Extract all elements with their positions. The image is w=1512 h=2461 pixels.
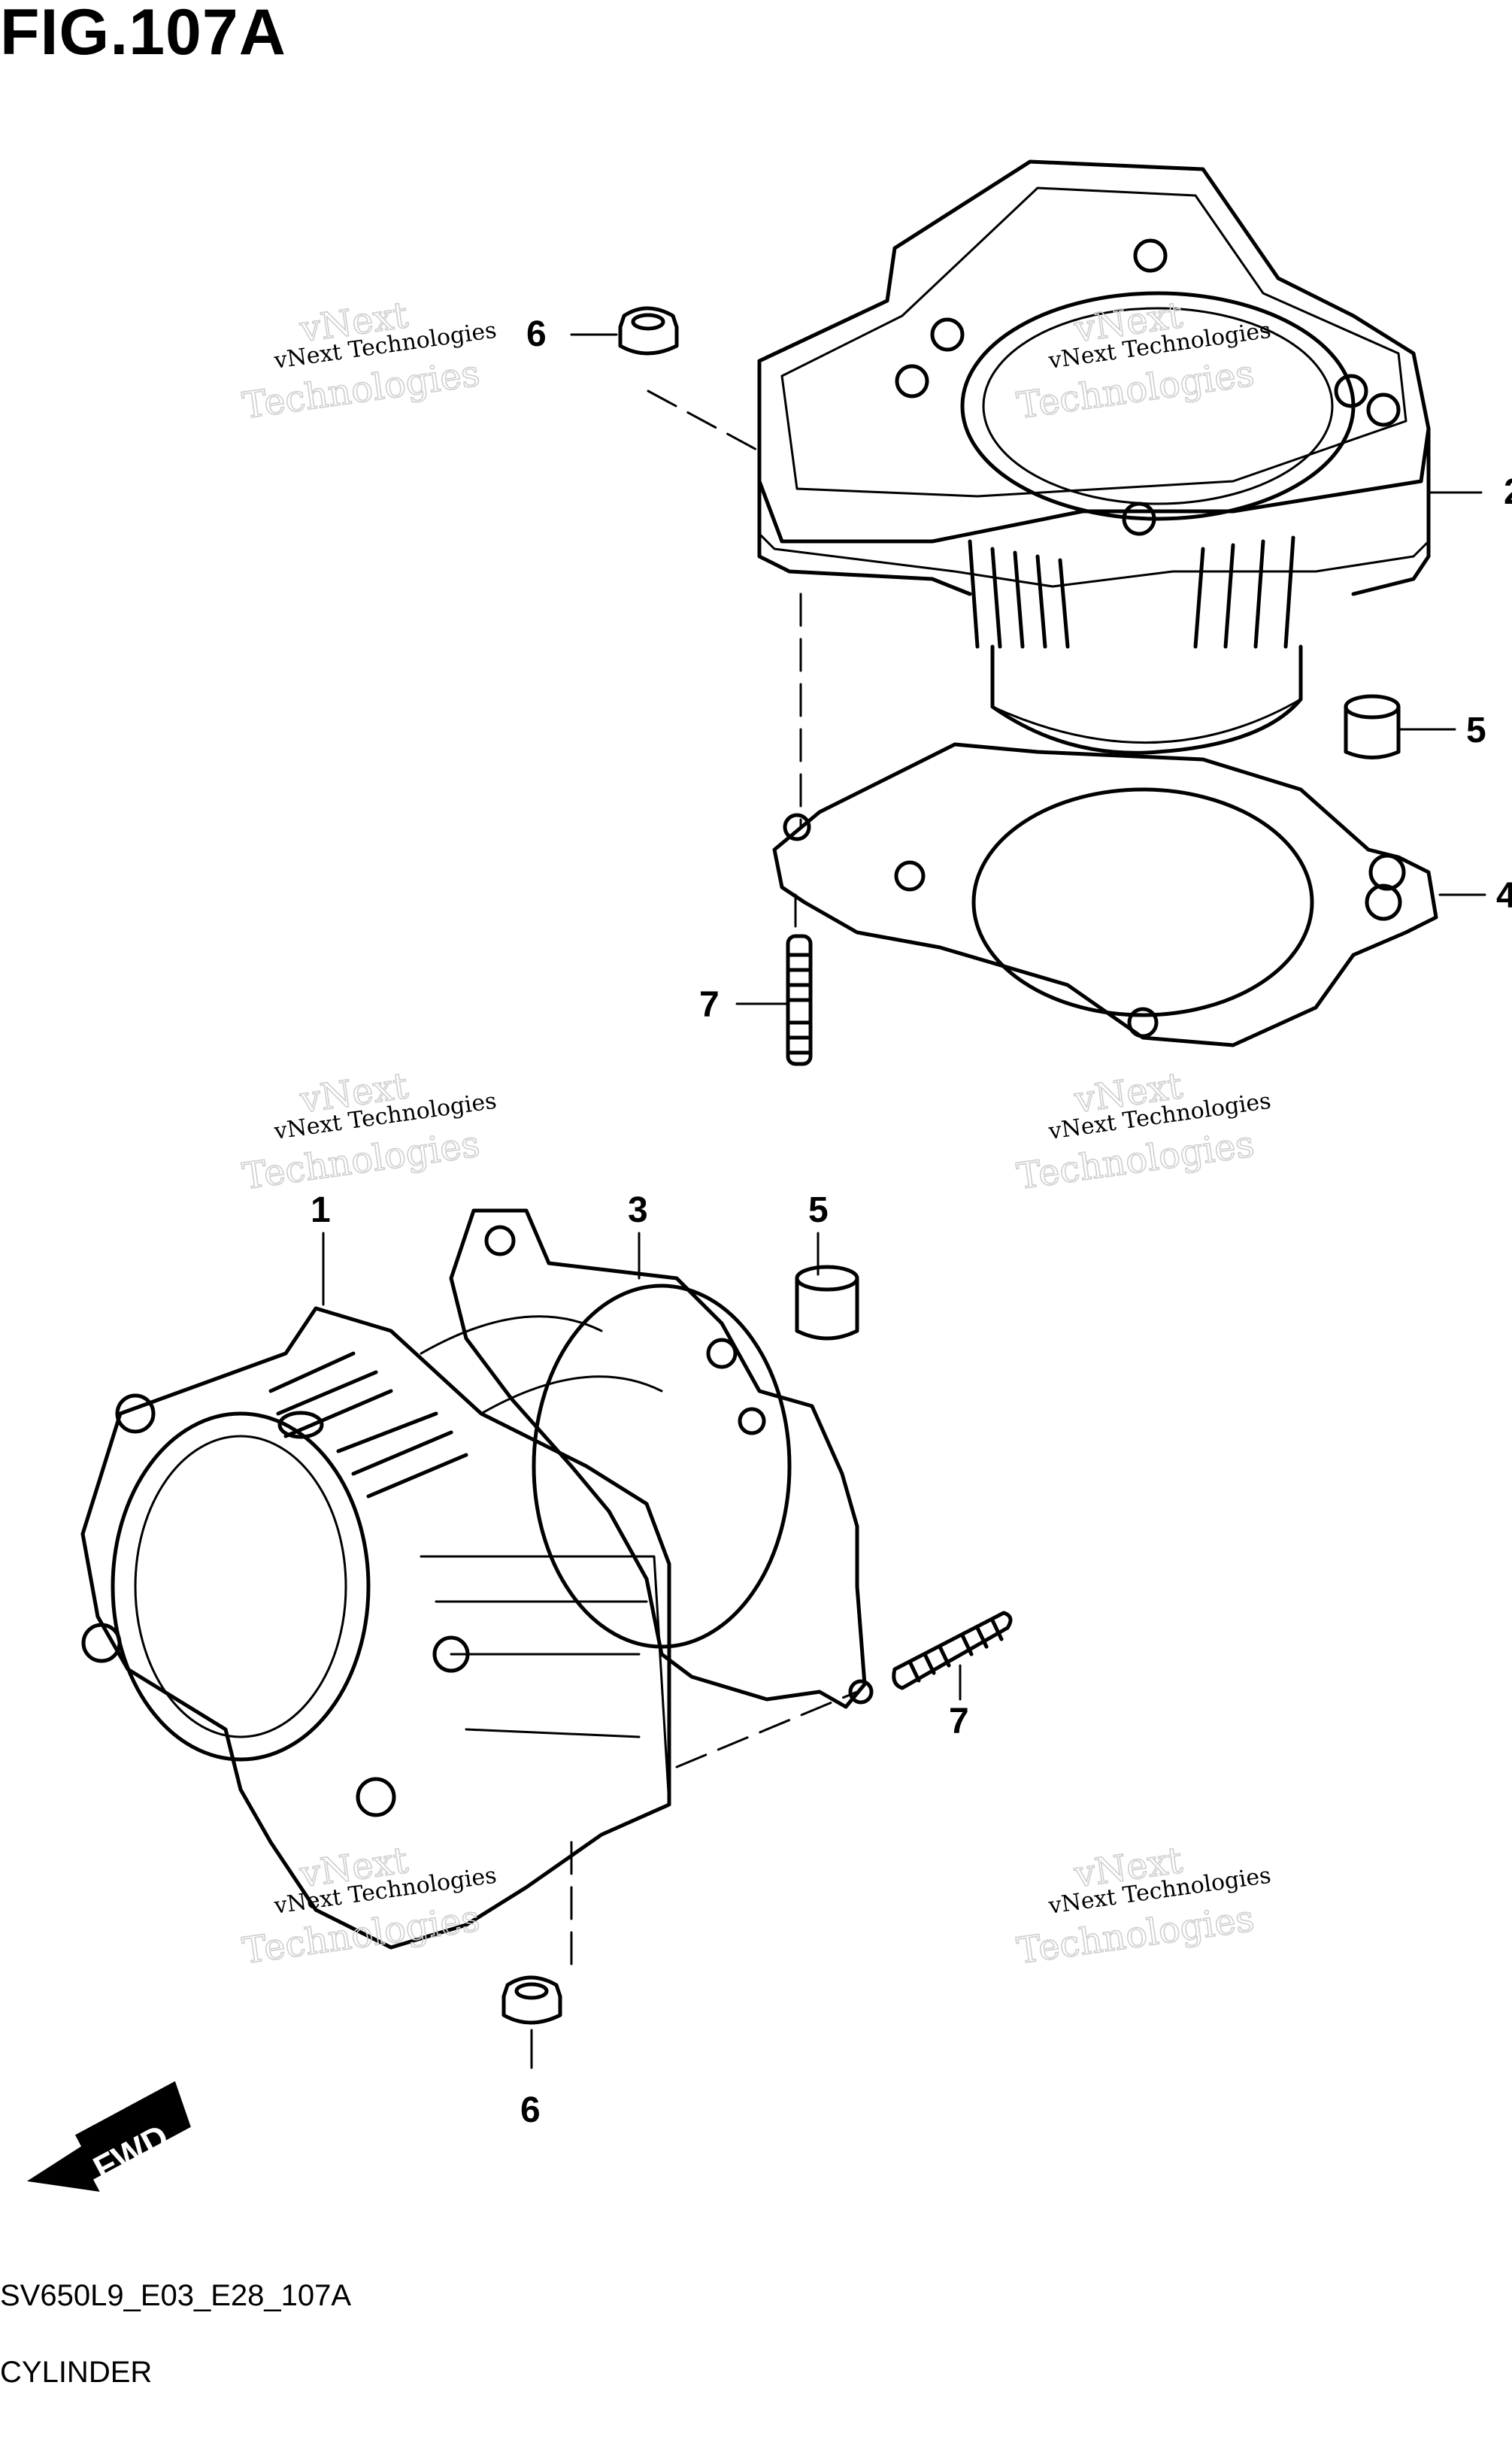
fwd-arrow-icon: FWD xyxy=(26,2081,191,2192)
callout-rear-nut: 6 xyxy=(520,2090,541,2130)
callout-rear-stud: 7 xyxy=(949,1702,969,1741)
rear-stud-bolt xyxy=(892,1611,1013,1690)
callout-rear-cylinder: 1 xyxy=(311,1190,331,1230)
figure-title: FIG.107A xyxy=(0,0,286,68)
front-cylinder-nut xyxy=(618,306,679,356)
watermark-bottom-right: vNext vNext Technologies Technologies xyxy=(1014,1838,1272,1973)
watermark-bottom-left: vNext vNext Technologies Technologies xyxy=(239,1838,498,1973)
front-stud-bolt xyxy=(786,934,813,1066)
callout-front-dowel: 5 xyxy=(1466,711,1486,750)
rear-cylinder-gasket xyxy=(449,1208,874,1709)
front-cylinder-gasket xyxy=(772,742,1438,1047)
callout-front-nut: 6 xyxy=(526,314,547,354)
rear-dowel-pin xyxy=(795,1265,859,1341)
figure-code: SV650L9_E03_E28_107A xyxy=(0,2279,352,2312)
callout-front-stud: 7 xyxy=(699,985,720,1025)
rear-cylinder xyxy=(80,1306,671,1950)
callout-front-cylinder: 2 xyxy=(1504,472,1512,512)
figure-name: CYLINDER xyxy=(0,2356,153,2389)
callout-rear-gasket: 3 xyxy=(628,1190,648,1230)
callout-front-gasket: 4 xyxy=(1496,876,1512,916)
front-dowel-pin xyxy=(1344,694,1401,759)
watermark-mid-right: vNext vNext Technologies Technologies xyxy=(1014,1064,1272,1199)
rear-cylinder-nut xyxy=(501,1975,562,2025)
front-cylinder xyxy=(757,159,1431,755)
callout-rear-dowel: 5 xyxy=(808,1190,829,1230)
watermark-mid-left: vNext vNext Technologies Technologies xyxy=(239,1064,498,1199)
watermark-top-left: vNext vNext Technologies Technologies xyxy=(239,293,498,428)
